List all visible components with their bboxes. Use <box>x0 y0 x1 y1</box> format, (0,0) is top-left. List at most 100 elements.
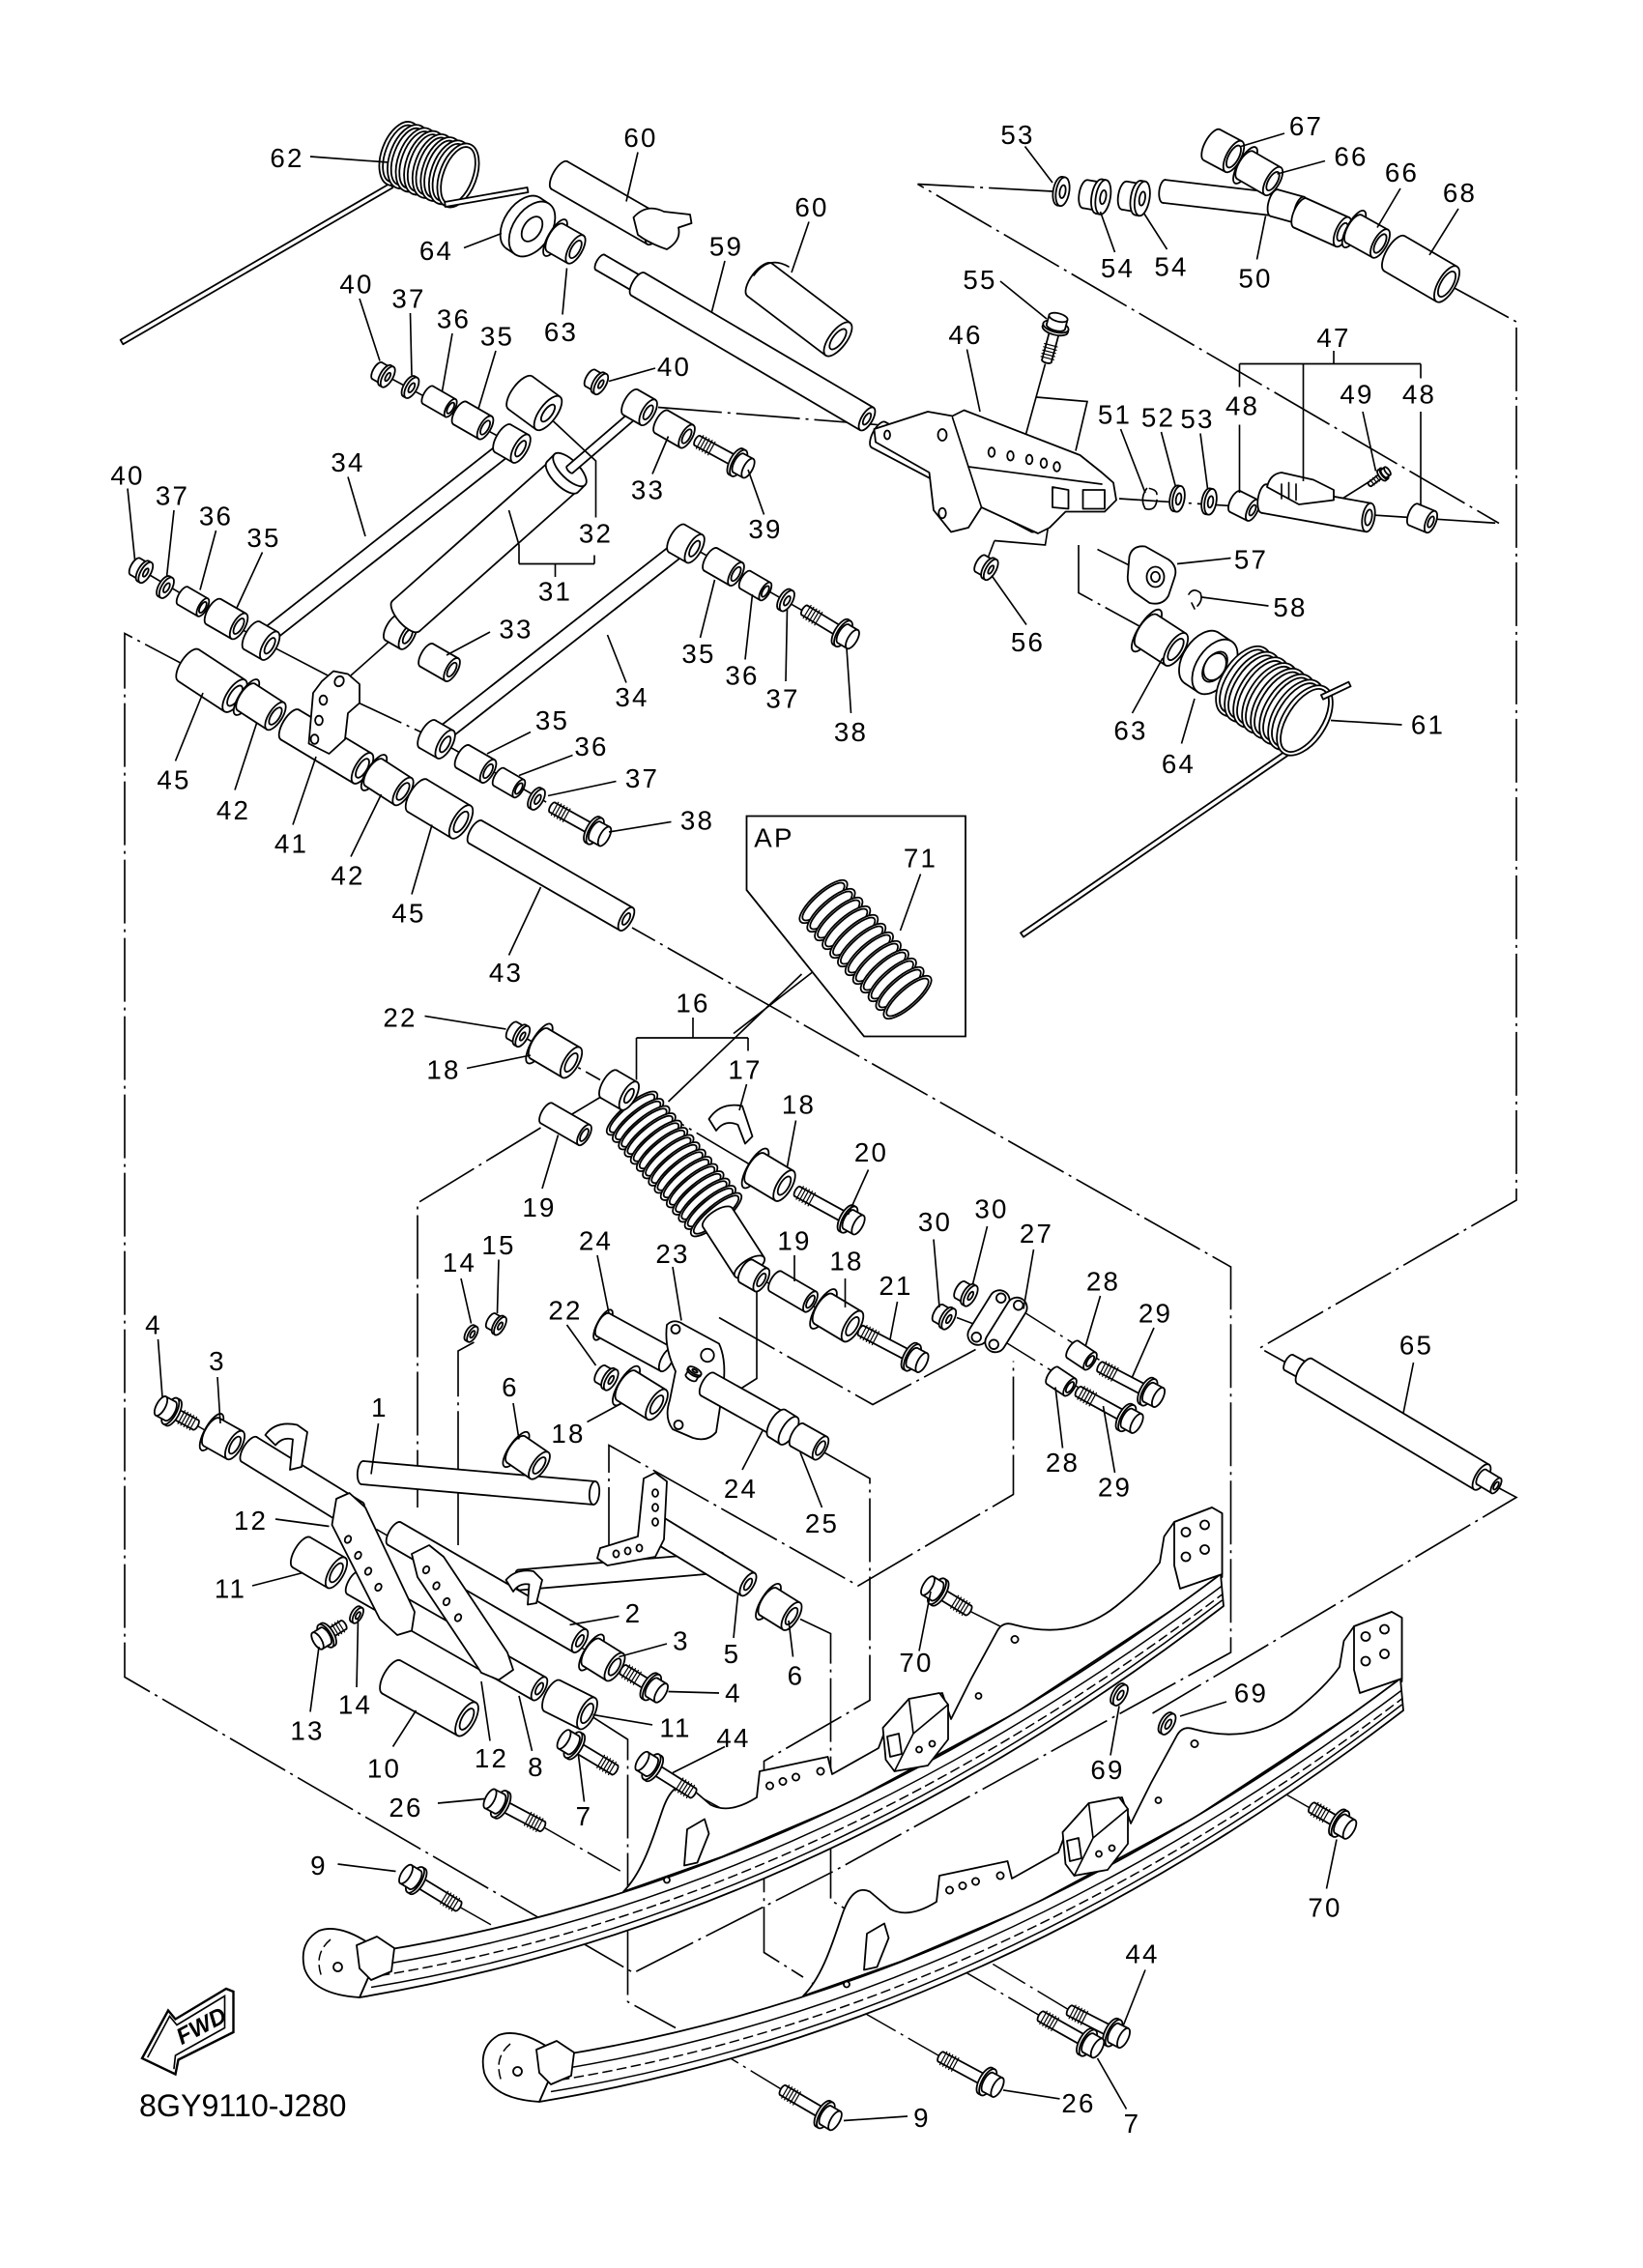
bolt-26 <box>937 2051 1005 2098</box>
part-outline <box>1081 489 1106 510</box>
callout-leader <box>216 1376 221 1424</box>
callout-number: 36 <box>199 501 233 531</box>
part-outline <box>1383 270 1438 303</box>
part-outline <box>1071 2005 1080 2021</box>
callout-28: 28 <box>1046 1387 1078 1478</box>
callout-35: 35 <box>477 321 512 410</box>
part-outline <box>440 1890 449 1905</box>
bushing-35 <box>450 400 495 441</box>
collar-36 <box>737 569 773 602</box>
part-outline <box>1043 346 1057 351</box>
part-outline <box>682 1782 693 1797</box>
callout-number: 71 <box>904 843 937 873</box>
callout-number: 3 <box>209 1346 226 1376</box>
callout-leader <box>518 1695 533 1752</box>
callout-leader <box>799 1451 823 1508</box>
part-outline <box>153 1395 169 1417</box>
part-outline <box>562 222 585 237</box>
callout-leader <box>672 1745 726 1774</box>
collar-24 <box>698 1371 800 1446</box>
part-outline <box>1066 1357 1086 1371</box>
rail-toe-bracket <box>356 1936 395 1981</box>
rail-slider-slot <box>886 1733 903 1758</box>
part-outline <box>568 239 583 260</box>
callout-leader <box>356 1619 360 1688</box>
callout-leader <box>347 476 366 537</box>
part-outline <box>1174 492 1183 506</box>
callout-37: 37 <box>391 283 425 376</box>
part-outline <box>331 1623 340 1637</box>
part-outline <box>1020 747 1293 938</box>
part-outline <box>942 2053 951 2067</box>
washer-14 <box>349 1605 364 1624</box>
assembly-line <box>1023 363 1047 439</box>
part-outline <box>333 675 345 688</box>
part-outline <box>780 1270 818 1293</box>
part-outline <box>651 1503 659 1512</box>
callout-14: 14 <box>443 1248 475 1324</box>
part-outline <box>634 1369 667 1392</box>
part-outline <box>1116 1689 1125 1701</box>
shaft-59 <box>593 253 877 432</box>
callout-leader <box>999 280 1048 320</box>
part-outline <box>203 1418 244 1459</box>
part-outline <box>447 1895 458 1910</box>
callout-leader <box>359 298 381 361</box>
part-outline <box>827 2110 843 2132</box>
callout-number: 19 <box>777 1225 811 1255</box>
part-outline <box>1236 178 1266 196</box>
part-outline <box>1321 1808 1331 1823</box>
part-outline <box>1077 1386 1085 1400</box>
callout-23: 23 <box>655 1239 689 1321</box>
part-outline <box>1306 197 1350 218</box>
bolt-26 <box>482 1788 547 1833</box>
callout-leader <box>1084 1295 1102 1346</box>
bolt-7 <box>1036 2010 1106 2059</box>
callout-leader <box>786 1120 797 1167</box>
part-outline <box>752 1258 769 1270</box>
part-outline <box>746 295 827 357</box>
part-outline <box>504 1569 543 1606</box>
callout-34: 34 <box>606 634 647 712</box>
part-outline <box>787 2087 796 2103</box>
callout-leader <box>174 692 204 761</box>
callout-leader <box>1255 215 1267 260</box>
callout-70: 70 <box>1308 1839 1340 1922</box>
part-outline <box>1102 1363 1110 1377</box>
bolt-44 <box>1065 2004 1131 2049</box>
bushing-63 <box>542 218 587 265</box>
collar-11 <box>541 1679 598 1731</box>
rail-slider-edge <box>893 1698 949 1772</box>
sleeve-60-b <box>744 261 853 358</box>
part-outline <box>1052 461 1061 473</box>
part-outline <box>1280 688 1330 753</box>
nut-40 <box>128 557 155 585</box>
part-outline <box>623 1666 634 1680</box>
part-outline <box>865 1328 874 1342</box>
callout-leader <box>463 232 503 249</box>
callout-50: 50 <box>1238 215 1270 293</box>
part-outline <box>873 409 1117 534</box>
callout-7: 7 <box>576 1755 591 1831</box>
holder-47 <box>1256 472 1376 533</box>
part-outline <box>177 1410 187 1424</box>
part-outline <box>1296 1382 1476 1491</box>
inset-frame <box>745 815 966 1038</box>
part-outline <box>702 438 710 452</box>
callout-number: 26 <box>1061 2088 1095 2118</box>
callout-leader <box>843 2115 908 2122</box>
part-outline <box>533 1816 541 1831</box>
part-outline <box>203 1445 228 1460</box>
part-outline <box>677 1779 687 1794</box>
callout-leader <box>791 221 810 273</box>
part-outline <box>862 1326 871 1341</box>
part-outline <box>1260 511 1368 533</box>
bolt-39 <box>693 434 756 479</box>
part-outline <box>1141 487 1158 510</box>
callout-number: 37 <box>391 283 425 313</box>
nut-15 <box>484 1312 507 1336</box>
callout-number: 23 <box>655 1239 689 1269</box>
part-outline <box>588 1480 601 1506</box>
part-outline <box>263 637 276 655</box>
part-outline <box>205 623 233 640</box>
